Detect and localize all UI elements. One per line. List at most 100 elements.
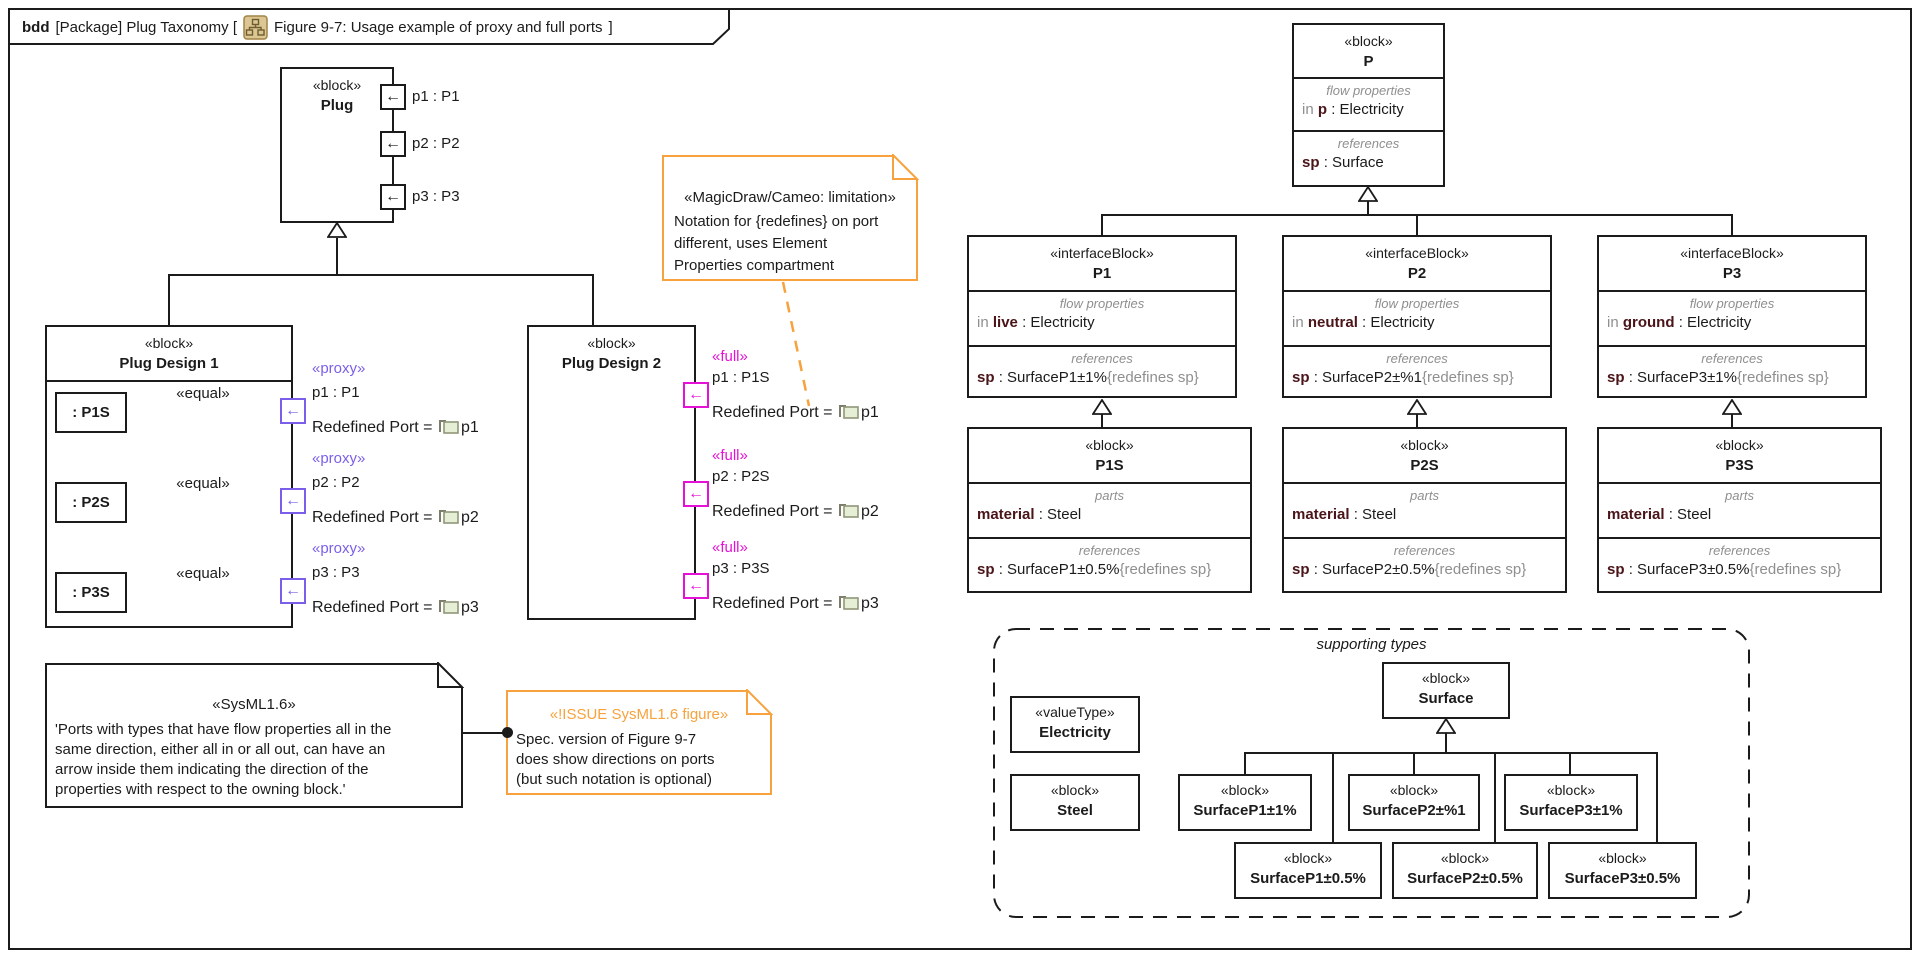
port-icon [837,404,861,419]
stereotype-label: «block» [1421,670,1471,686]
block-name: SurfaceP2±0.5% [1407,870,1523,887]
block-steel[interactable]: «block» Steel [1010,774,1140,831]
generalization-arrow-icon [1721,398,1743,415]
block-surfacep1-05pct[interactable]: «block» SurfaceP1±0.5% [1234,842,1382,899]
reference-property: sp : SurfaceP3±1%{redefines sp} [1607,369,1829,386]
generalization-arrow-icon [326,221,348,238]
connector-line [1101,411,1103,427]
block-p[interactable]: «block» P flow properties in p : Electri… [1292,23,1445,187]
left-arrow-icon: ← [285,492,301,509]
block-electricity[interactable]: «valueType» Electricity [1010,696,1140,753]
compartment-label: references [1337,136,1400,151]
port-p3[interactable]: ← [380,184,406,210]
port-p2[interactable]: ← [380,131,406,157]
connector-line [1445,731,1447,754]
part-p1s[interactable]: : P1S [55,392,127,433]
connector-line [1244,752,1246,774]
part-p3s[interactable]: : P3S [55,572,127,613]
stereotype-label: «block» [312,77,362,93]
diagram-title: bdd [Package] Plug Taxonomy [ Figure 9-7… [22,15,613,40]
left-arrow-icon: ← [285,582,301,599]
note-issue-sysml16[interactable]: «!ISSUE SysML1.6 figure» Spec. version o… [506,690,772,795]
part-property: material : Steel [1607,506,1712,523]
equal-stereotype: «equal» [176,475,230,492]
block-p2s[interactable]: «block» P2S parts material : Steel refer… [1282,427,1567,593]
redefined-port-label: Redefined Port = p2 [712,503,879,520]
connector-line [168,274,594,276]
stereotype-label: «interfaceBlock» [1050,245,1154,261]
note-text: Properties compartment [674,257,835,274]
stereotype-label: «block» [1283,850,1333,866]
port-label: p1 : P1 [412,88,460,105]
block-surfacep2-1pct[interactable]: «block» SurfaceP2±%1 [1348,774,1480,831]
block-name: P2S [1410,457,1439,474]
compartment-label: flow properties [1689,296,1775,311]
connector-line [1101,214,1103,235]
note-text: arrow inside them indicating the directi… [55,761,369,778]
port-p1[interactable]: ← [380,84,406,110]
block-p3s[interactable]: «block» P3S parts material : Steel refer… [1597,427,1882,593]
block-name: Surface [1418,690,1474,707]
connector-line [1731,411,1733,427]
stereotype-label: «interfaceBlock» [1365,245,1469,261]
diagram-icon [243,15,268,40]
note-text: different, uses Element [674,235,828,252]
block-p3[interactable]: «interfaceBlock» P3 flow properties in g… [1597,235,1867,398]
note-stereotype: «SysML1.6» [212,696,296,713]
redefined-port-label: Redefined Port = p3 [712,595,879,612]
connector-line [336,238,338,276]
redefined-port-label: Redefined Port = p1 [312,419,479,436]
stereotype-label: «block» [1440,850,1490,866]
block-name: Plug [320,97,354,114]
full-port-p1[interactable]: ← [683,382,709,408]
part-p2s[interactable]: : P2S [55,482,127,523]
block-name: SurfaceP1±1% [1193,802,1297,819]
block-surfacep1-1pct[interactable]: «block» SurfaceP1±1% [1178,774,1312,831]
diagram-context-label: [Package] Plug Taxonomy [ [55,19,238,36]
stereotype-label: «block» [1715,437,1764,453]
reference-property: sp : SurfaceP3±0.5%{redefines sp} [1607,561,1842,578]
proxy-stereotype: «proxy» [312,540,366,557]
equal-stereotype: «equal» [176,565,230,582]
proxy-stereotype: «proxy» [312,450,366,467]
proxy-port-p2[interactable]: ← [280,488,306,514]
proxy-port-p3[interactable]: ← [280,578,306,604]
full-port-p3[interactable]: ← [683,573,709,599]
note-magicdraw-limitation[interactable]: «MagicDraw/Cameo: limitation» Notation f… [662,155,918,281]
block-surface[interactable]: «block» Surface [1382,662,1510,719]
note-fold-icon [892,152,920,181]
note-stereotype: «!ISSUE SysML1.6 figure» [549,706,729,723]
block-surfacep3-05pct[interactable]: «block» SurfaceP3±0.5% [1548,842,1697,899]
compartment-label: parts [1725,488,1754,503]
block-plug-design-2[interactable]: «block» Plug Design 2 [527,325,696,620]
full-stereotype: «full» [712,539,748,556]
block-name: SurfaceP1±0.5% [1250,870,1366,887]
compartment-label: flow properties [1374,296,1460,311]
compartment-label: references [1701,351,1763,366]
full-port-p2[interactable]: ← [683,481,709,507]
left-arrow-icon: ← [688,386,704,403]
block-plug[interactable]: «block» Plug [280,67,394,223]
redefined-port-label: Redefined Port = p1 [712,404,879,421]
reference-property: sp : Surface [1302,154,1384,171]
compartment-label: parts [1095,488,1124,503]
flow-property: in p : Electricity [1302,101,1404,118]
port-label: p1 : P1 [312,384,360,401]
block-p1[interactable]: «interfaceBlock» P1 flow properties in l… [967,235,1237,398]
port-icon [837,595,861,610]
proxy-port-p1[interactable]: ← [280,398,306,424]
block-name: SurfaceP3±1% [1519,802,1623,819]
generalization-arrow-icon [1357,185,1379,202]
note-sysml16[interactable]: «SysML1.6» 'Ports with types that have f… [45,663,463,808]
block-p2[interactable]: «interfaceBlock» P2 flow properties in n… [1282,235,1552,398]
diagram-kind-label: bdd [22,19,50,36]
stereotype-label: «valueType» [1035,704,1115,720]
diagram-title-tab [8,8,732,51]
block-surfacep2-05pct[interactable]: «block» SurfaceP2±0.5% [1392,842,1538,899]
compartment-label: references [1071,351,1133,366]
connector-line [592,274,594,325]
block-p1s[interactable]: «block» P1S parts material : Steel refer… [967,427,1252,593]
port-label: p3 : P3 [412,188,460,205]
left-arrow-icon: ← [385,135,401,152]
block-surfacep3-1pct[interactable]: «block» SurfaceP3±1% [1504,774,1638,831]
